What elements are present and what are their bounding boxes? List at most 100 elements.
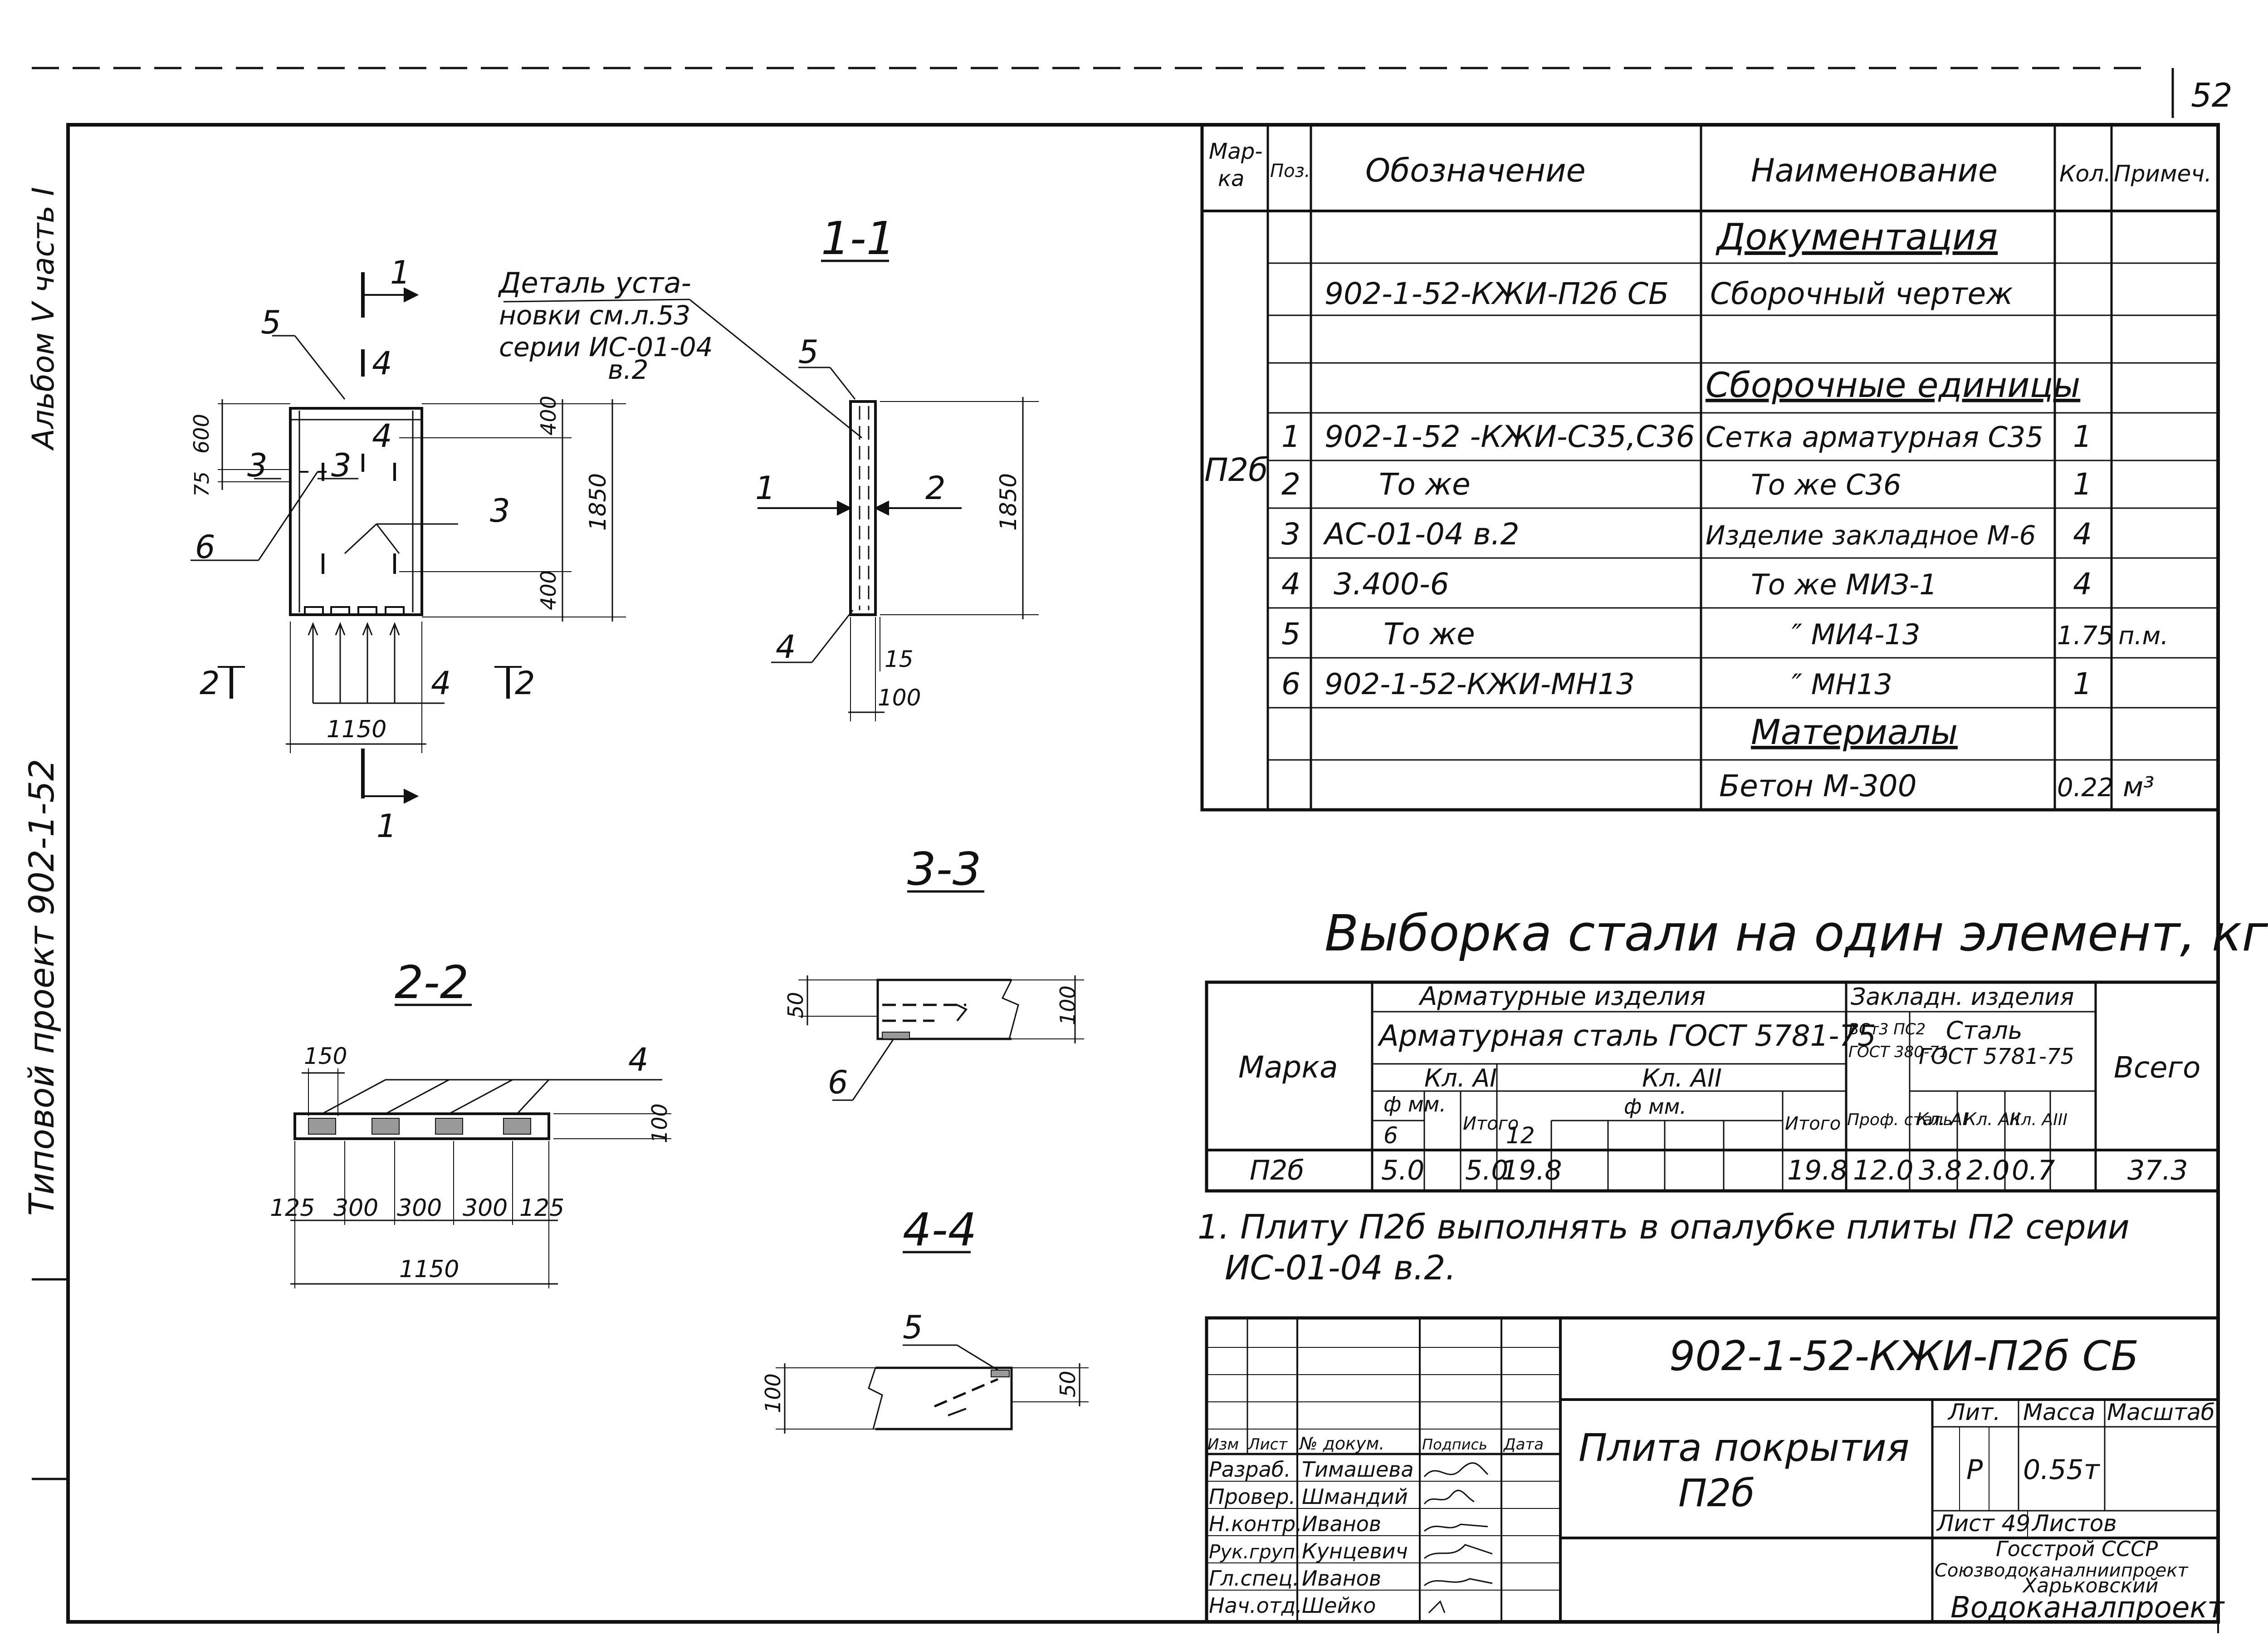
dim-1850-plan: 1850 (585, 473, 611, 531)
dim-1150-section: 1150 (399, 1256, 459, 1283)
tb-name-line2: П2б (1678, 1471, 1755, 1515)
spec-row-name: Бетон М-300 (1719, 769, 1917, 803)
tb-name-line1: Плита покрытия (1579, 1425, 1909, 1470)
spec-row-pos: 5 (1281, 617, 1300, 651)
side-project-title: Типовой проект 902-1-52 (21, 759, 62, 1216)
section-3-3-mark-6: 6 (828, 1064, 848, 1101)
steel-row-c9: 12.0 (1853, 1155, 1914, 1186)
section-1-1-view (758, 367, 1039, 721)
tb-sheets: Листов (2031, 1510, 2117, 1537)
dim-75: 75 (191, 471, 214, 497)
tb-mass-head: Масса (2023, 1399, 2095, 1425)
steel-head-vst: ВСт3 ПС2 (1848, 1020, 1926, 1038)
steel-head-prof: Проф. сталь (1847, 1111, 1953, 1129)
spec-row-note: м³ (2123, 771, 2154, 803)
spec-row-name: ″ МН13 (1792, 668, 1892, 701)
spec-row-name: Сборочный чертеж (1710, 276, 2013, 311)
dim-400-bottom: 400 (536, 570, 561, 610)
detail-note-line1: Деталь уста- (498, 266, 691, 299)
steel-head-phi-2: ф мм. (1624, 1094, 1686, 1119)
plan-mark-5: 5 (261, 304, 281, 341)
spec-row-qty: 1 (2073, 419, 2092, 454)
steel-head-d6: 6 (1383, 1122, 1398, 1149)
plan-mark-6: 6 (195, 529, 215, 566)
steel-row-c1: 5.0 (1381, 1155, 1424, 1186)
spec-row-name: То же МИЗ-1 (1751, 568, 1937, 601)
section-1-1-mark-1: 1 (755, 470, 776, 507)
plan-mark-3a: 3 (247, 447, 268, 484)
spec-row-name: ″ МИ4-13 (1792, 618, 1920, 651)
steel-head-embed: Закладн. изделия (1851, 984, 2074, 1011)
spec-row-qty: 1 (2073, 467, 2092, 502)
spec-row-note: п.м. (2118, 622, 2168, 650)
dim-100-section: 100 (878, 685, 921, 711)
section-1-1-mark-5: 5 (798, 333, 819, 371)
spec-row-name: Изделие закладное М-6 (1706, 520, 2036, 551)
steel-head-itogo-1: Итого (1463, 1113, 1519, 1134)
dim-15: 15 (885, 646, 914, 672)
tb-drawing-code: 902-1-52-КЖИ-П2б СБ (1669, 1332, 2139, 1380)
page-number: 52 (2191, 76, 2233, 114)
steel-head-stal: Сталь (1946, 1016, 2023, 1045)
spec-row-code: 902-1-52-КЖИ-П2б СБ (1325, 276, 1669, 311)
section-4-4-view (776, 1344, 1089, 1434)
spec-row-name: Сетка арматурная С35 (1706, 421, 2043, 454)
spec-row-qty: 4 (2073, 567, 2092, 602)
steel-head-total: Всего (2114, 1051, 2200, 1085)
steel-head-d12: 12 (1506, 1122, 1535, 1149)
plan-mark-3b: 3 (331, 447, 352, 484)
steel-head-arm-steel: Арматурная сталь ГОСТ 5781-75 (1377, 1019, 1876, 1053)
steel-head-kla2: Кл. AII (1964, 1109, 2020, 1129)
tb-head-date: Дата (1503, 1435, 1544, 1454)
spec-mark-value: П2б (1204, 451, 1268, 489)
steel-row-mark: П2б (1250, 1155, 1304, 1186)
tb-lit-head: Лит. (1947, 1399, 2000, 1425)
dim-300-b: 300 (397, 1195, 442, 1222)
spec-row-pos: 3 (1281, 517, 1300, 552)
section-4-4-title: 4-4 (903, 1203, 977, 1256)
detail-note-line2: новки см.л.53 (499, 300, 690, 331)
dim-300-a: 300 (333, 1195, 378, 1222)
general-note-line1: 1. Плиту П2б выполнять в опалубке плиты … (1198, 1208, 2130, 1247)
tb-role: Провер. (1209, 1484, 1295, 1509)
detail-note-line3: серии ИС-01-04 (499, 332, 713, 362)
dim-1150-plan: 1150 (327, 716, 386, 743)
spec-row-qty: 1 (2073, 666, 2092, 701)
plan-mark-1-top: 1 (390, 254, 411, 291)
spec-row-pos: 2 (1281, 467, 1300, 502)
side-album-label: Альбом V часть I (26, 187, 61, 451)
plan-cut-2-right: 2 (515, 665, 535, 702)
tb-role: Нач.отд. (1209, 1593, 1302, 1618)
plan-cut-1-bottom: 1 (376, 808, 397, 845)
tb-person: Шейко (1302, 1593, 1376, 1618)
section-2-2-title: 2-2 (395, 956, 469, 1009)
tb-lit-value: Р (1966, 1454, 1983, 1486)
spec-row-qty: 4 (2073, 517, 2092, 552)
dim-100-section-2: 100 (647, 1103, 672, 1143)
spec-table-grid (1200, 123, 2220, 812)
tb-role: Гл.спец. (1209, 1566, 1299, 1591)
tb-role: Разраб. (1209, 1457, 1291, 1482)
dim-125-right: 125 (519, 1195, 564, 1222)
title-block-grid (1205, 1316, 2220, 1624)
spec-row-code: 902-1-52-КЖИ-МН13 (1325, 668, 1635, 701)
spec-row-name: То же С36 (1751, 468, 1901, 501)
section-3-3-view (798, 975, 1084, 1101)
steel-head-itogo-2: Итого (1785, 1113, 1841, 1134)
dim-150: 150 (304, 1043, 347, 1069)
steel-table-grid (1205, 980, 2220, 1193)
steel-head-kla1: Кл. AI (1916, 1109, 1968, 1129)
steel-head-arm-items: Арматурные изделия (1418, 982, 1706, 1011)
steel-head-stal-2: ГОСТ 5781-75 (1919, 1044, 2074, 1069)
dim-100-section-4: 100 (761, 1373, 785, 1413)
tb-scale-head: Масштаб (2107, 1399, 2215, 1425)
tb-person: Тимашева (1302, 1457, 1414, 1482)
spec-row-name: Материалы (1751, 712, 1958, 752)
steel-head-mark: Марка (1238, 1050, 1338, 1085)
plan-view (191, 272, 626, 804)
spec-row-code: То же (1383, 617, 1475, 651)
steel-row-c11: 2.0 (1966, 1155, 2009, 1186)
general-note-line2: ИС-01-04 в.2. (1225, 1249, 1456, 1288)
tb-head-list: Лист (1247, 1435, 1288, 1454)
